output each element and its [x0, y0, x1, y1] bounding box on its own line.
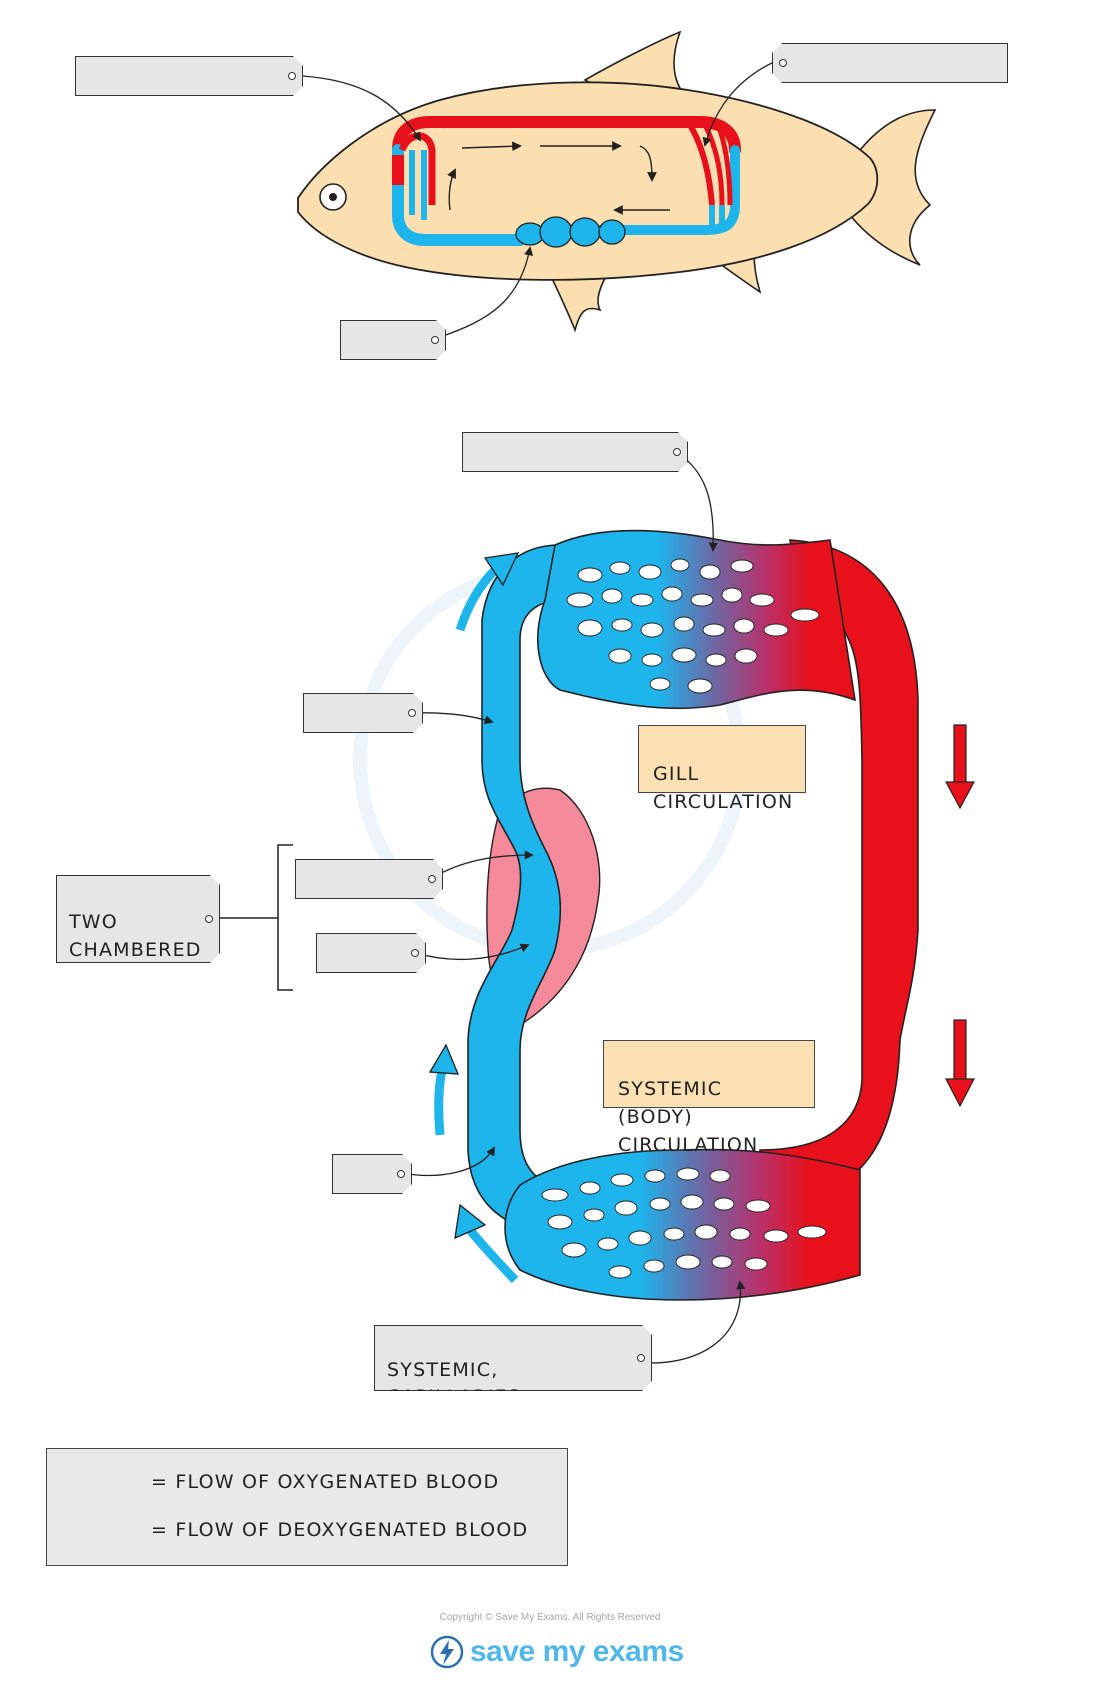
label-systemic-capillaries: SYSTEMIC, CAPILLARIES (BODY) [374, 1325, 652, 1391]
pointer-body-capillaries [702, 60, 777, 147]
pointer-systemic-capillaries [649, 1280, 746, 1364]
label-artery: ARTERY [303, 693, 423, 733]
pointer-heart [439, 246, 534, 338]
label-vein: VEIN [332, 1154, 412, 1194]
pointer-gill-capillaries-fish [301, 75, 421, 142]
label-gill-capillaries: GILL CAPILLARIES [462, 432, 688, 472]
pointer-atrium [415, 943, 530, 960]
lightning-bolt-icon [430, 1635, 464, 1669]
label-body-capillaries: BODY CAPILLARIES [772, 43, 1008, 83]
label-systemic-circulation: SYSTEMIC (BODY) CIRCULATION [603, 1040, 815, 1156]
label-gill-circulation: GILL CIRCULATION [638, 725, 806, 813]
label-text: SYSTEMIC (BODY) CIRCULATION [618, 1078, 759, 1156]
label-heart: HEART [340, 320, 446, 360]
copyright-notice: Copyright © Save My Exams. All Rights Re… [439, 1612, 661, 1623]
pointer-vein [401, 1146, 495, 1177]
brand-name: save my exams [470, 1635, 684, 1668]
label-two-chambered-heart: TWO CHAMBERED HEART [56, 875, 220, 963]
fish-illustration [297, 30, 937, 333]
label-text: GILL CIRCULATION [653, 763, 794, 813]
pointer-artery [412, 712, 494, 725]
legend-deoxygenated-label: = FLOW OF DEOXYGENATED BLOOD [151, 1519, 529, 1541]
legend-box: = FLOW OF OXYGENATED BLOOD = FLOW OF DEO… [46, 1448, 568, 1566]
label-atrium: ATRIUM [316, 933, 426, 973]
gill-capillary-bed [537, 529, 856, 710]
brand-logo: save my exams [430, 1632, 684, 1672]
label-gill-capillaries-fish: GILL CAPILLARIES [75, 56, 303, 96]
legend-oxygenated-label: = FLOW OF OXYGENATED BLOOD [151, 1471, 500, 1493]
circulation-diagram [218, 451, 976, 1364]
label-ventricle: VENTRICLE [295, 859, 443, 899]
